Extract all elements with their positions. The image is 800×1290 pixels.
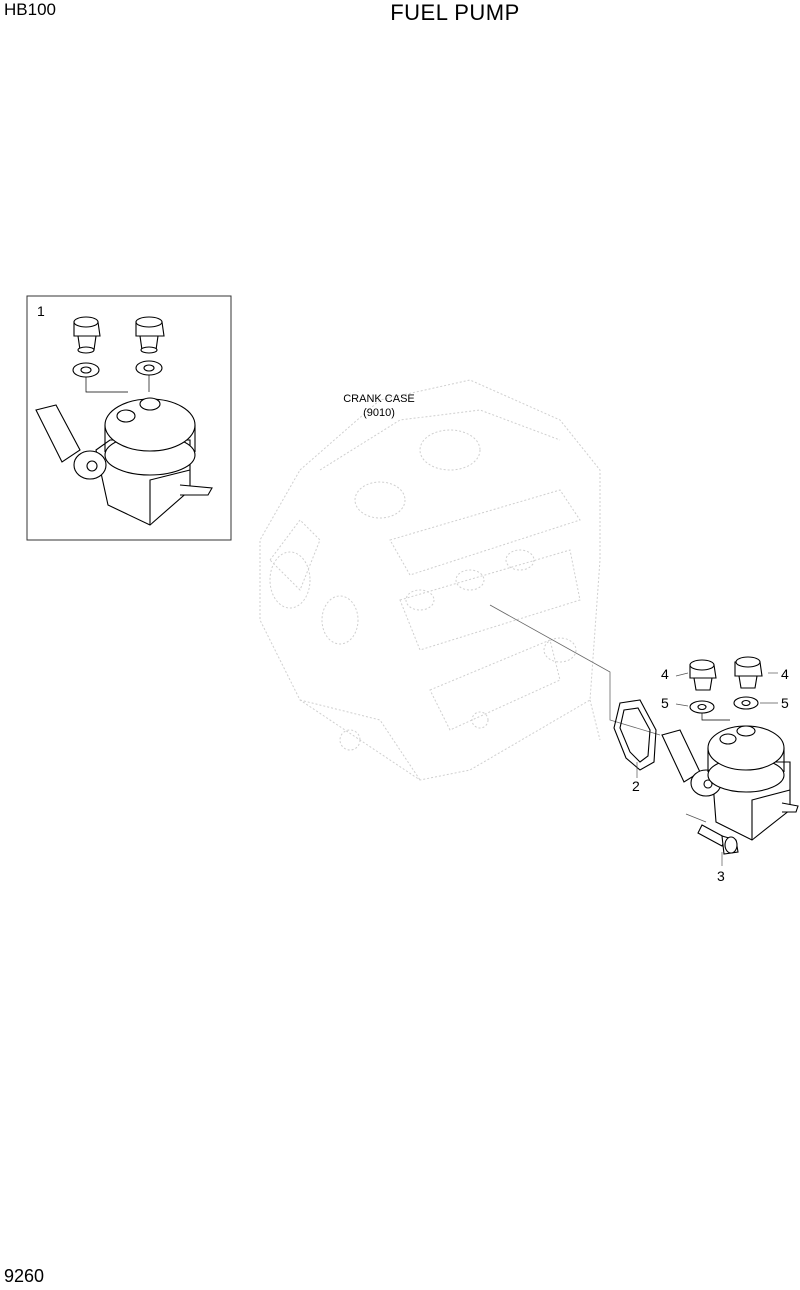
- page-title: FUEL PUMP: [390, 0, 520, 25]
- assembly-connector-left: [73, 316, 101, 354]
- reference-name: CRANK CASE: [343, 393, 415, 405]
- callout-leaders: [636, 672, 778, 866]
- assembly-inset-frame: [26, 295, 232, 541]
- main-pump-drawing: [661, 656, 799, 841]
- model-code: HB100: [4, 0, 56, 19]
- callout-assembly: 1: [37, 303, 45, 319]
- callout-washer-right: 5: [781, 695, 789, 711]
- gasket: [613, 699, 657, 771]
- assembly-connector-right: [135, 316, 165, 354]
- reference-code: (9010): [363, 407, 395, 419]
- callout-washer-left: 5: [661, 695, 669, 711]
- main-connector-right: [734, 656, 763, 689]
- callout-connector-right: 4: [781, 666, 789, 682]
- callout-bolt: 3: [717, 868, 725, 884]
- callout-gasket: 2: [632, 778, 640, 794]
- callout-connector-left: 4: [661, 666, 669, 682]
- main-connector-left: [689, 659, 717, 691]
- page-number: 9260: [4, 1266, 45, 1286]
- bolt: [697, 824, 739, 855]
- assembly-pump-drawing: [35, 316, 213, 526]
- crank-case-ghost: [259, 379, 601, 781]
- crankcase-leader: [489, 604, 661, 736]
